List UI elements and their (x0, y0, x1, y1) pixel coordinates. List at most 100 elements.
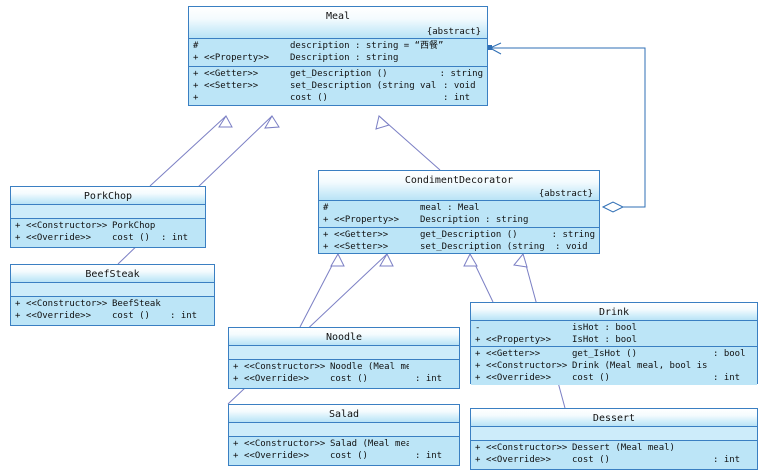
member-signature: IsHot : bool (572, 335, 638, 345)
generalization-drink-to-condimentdecorator (463, 252, 494, 303)
visibility-marker: + (475, 373, 481, 383)
member-stereotype: <<Setter>> (334, 242, 389, 252)
class-header-dessert: Dessert (471, 409, 757, 427)
operation-row: + <<Override>> cost () : int (229, 450, 459, 462)
operations-compartment-meal: + <<Getter>> get_Description () : string… (189, 67, 487, 105)
class-box-condimentdecorator[interactable]: CondimentDecorator {abstract} # meal : M… (318, 170, 600, 254)
member-stereotype: <<Override>> (244, 451, 310, 461)
member-stereotype: <<Constructor>> (26, 299, 108, 309)
member-return-type: : string (439, 69, 483, 79)
member-signature: cost () (572, 455, 610, 465)
member-signature: cost () (330, 374, 368, 384)
class-header-beefsteak: BeefSteak (11, 265, 214, 283)
operation-row: + <<Getter>> get_IsHot () : bool (471, 348, 757, 360)
class-box-salad[interactable]: Salad + <<Constructor>> Salad (Meal meal… (228, 404, 460, 466)
attribute-row: # description : string = “西餐” (189, 40, 487, 52)
visibility-marker: + (475, 335, 481, 345)
operations-compartment-condimentdecorator: + <<Getter>> get_Description () : string… (319, 228, 599, 253)
member-signature: meal : Meal (420, 203, 480, 213)
attribute-row: + <<Property>> Description : string (319, 214, 599, 226)
member-stereotype: <<Getter>> (334, 230, 389, 240)
class-box-noodle[interactable]: Noodle + <<Constructor>> Noodle (Meal me… (228, 327, 460, 389)
operation-row: + <<Constructor>> Salad (Meal meal) (229, 438, 459, 450)
member-signature: description : string = “西餐” (290, 41, 444, 51)
member-signature: get_Description () (290, 69, 388, 79)
member-return-type: : bool (713, 349, 746, 359)
member-stereotype: <<Override>> (26, 311, 92, 321)
visibility-marker: + (323, 230, 329, 240)
member-signature: Description : string (290, 53, 399, 63)
visibility-marker: + (475, 455, 481, 465)
member-signature: cost () (330, 451, 368, 461)
visibility-marker: + (233, 439, 239, 449)
operation-row: + <<Constructor>> BeefSteak () (11, 298, 214, 310)
operation-row: + <<Constructor>> Noodle (Meal meal) (229, 361, 459, 373)
visibility-marker: + (193, 81, 199, 91)
class-header-drink: Drink (471, 303, 757, 321)
visibility-marker: + (475, 443, 481, 453)
class-stereotype-meal: {abstract} (426, 27, 481, 37)
member-signature: cost () (112, 233, 150, 243)
visibility-marker: + (233, 374, 239, 384)
operation-row: + <<Override>> cost () : int (11, 310, 214, 322)
visibility-marker: + (475, 349, 481, 359)
attributes-compartment-porkchop (11, 205, 205, 219)
member-stereotype: <<Getter>> (204, 69, 259, 79)
operations-compartment-noodle: + <<Constructor>> Noodle (Meal meal) + <… (229, 360, 459, 388)
member-signature: Description : string (420, 215, 529, 225)
class-name-porkchop: PorkChop (83, 191, 133, 202)
operation-row: + <<Constructor>> PorkChop () (11, 220, 205, 232)
member-return-type: : string (551, 230, 595, 240)
operation-row: + <<Override>> cost () : int (11, 232, 205, 244)
class-box-meal[interactable]: Meal {abstract} # description : string =… (188, 6, 488, 106)
visibility-marker: + (323, 242, 329, 252)
member-signature: Dessert (Meal meal) (572, 443, 675, 453)
member-stereotype: <<Setter>> (204, 81, 259, 91)
visibility-marker: + (323, 215, 329, 225)
operation-row: + <<Override>> cost () : int (471, 372, 757, 384)
class-header-meal: Meal {abstract} (189, 7, 487, 39)
operations-compartment-porkchop: + <<Constructor>> PorkChop () + <<Overri… (11, 219, 205, 247)
member-signature: set_Description (string value) (420, 242, 549, 252)
member-signature: BeefSteak () (112, 299, 164, 309)
member-return-type: : void (555, 242, 588, 252)
attributes-compartment-salad (229, 423, 459, 437)
attribute-row: + <<Property>> IsHot : bool (471, 334, 757, 346)
operation-row: + <<Override>> cost () : int (471, 454, 757, 466)
member-stereotype: <<Constructor>> (486, 443, 568, 453)
member-stereotype: <<Override>> (486, 373, 552, 383)
class-name-noodle: Noodle (325, 332, 363, 343)
generalization-porkchop-to-meal (149, 115, 233, 187)
operation-row: + <<Constructor>> Dessert (Meal meal) (471, 442, 757, 454)
visibility-marker: + (15, 299, 21, 309)
member-stereotype: <<Getter>> (486, 349, 541, 359)
visibility-marker: + (15, 311, 21, 321)
visibility-marker: + (193, 69, 199, 79)
attributes-compartment-condimentdecorator: # meal : Meal + <<Property>> Description… (319, 201, 599, 228)
attributes-compartment-dessert (471, 427, 757, 441)
class-box-porkchop[interactable]: PorkChop + <<Constructor>> PorkChop () +… (10, 186, 206, 248)
member-return-type: : int (415, 451, 443, 461)
member-return-type: : int (713, 373, 741, 383)
generalization-noodle-to-condimentdecorator (299, 252, 345, 328)
class-box-drink[interactable]: Drink - isHot : bool + <<Property>> IsHo… (470, 302, 758, 385)
visibility-marker: + (233, 362, 239, 372)
operation-row: + cost () : int (189, 92, 487, 104)
member-stereotype: <<Constructor>> (244, 439, 326, 449)
member-return-type: : void (443, 81, 476, 91)
class-box-dessert[interactable]: Dessert + <<Constructor>> Dessert (Meal … (470, 408, 758, 470)
class-box-beefsteak[interactable]: BeefSteak + <<Constructor>> BeefSteak ()… (10, 264, 215, 326)
class-header-condimentdecorator: CondimentDecorator {abstract} (319, 171, 599, 201)
visibility-marker: # (323, 203, 329, 213)
member-signature: cost () (112, 311, 150, 321)
attribute-row: + <<Property>> Description : string (189, 52, 487, 64)
member-signature: set_Description (string value) (290, 81, 437, 91)
member-signature: Noodle (Meal meal) (330, 362, 409, 372)
member-signature: Drink (Meal meal, bool isHot) (572, 361, 707, 371)
attribute-row: - isHot : bool (471, 322, 757, 334)
member-signature: cost () (290, 93, 328, 103)
member-stereotype: <<Constructor>> (486, 361, 568, 371)
member-return-type: : int (415, 374, 443, 384)
operation-row: + <<Override>> cost () : int (229, 373, 459, 385)
operation-row: + <<Setter>> set_Description (string val… (189, 80, 487, 92)
